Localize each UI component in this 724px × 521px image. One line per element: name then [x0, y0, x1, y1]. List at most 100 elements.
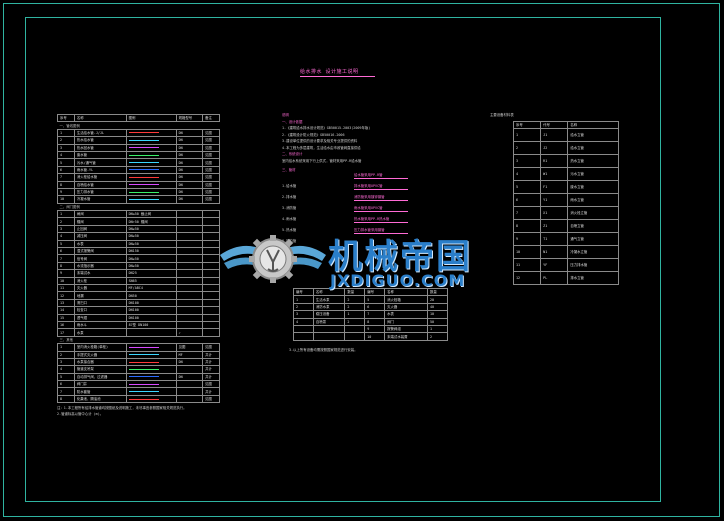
legend-footnote-2: 2.管道标高以管中心计 (m)。	[57, 412, 104, 417]
right-table-row-cell: W1	[540, 167, 569, 182]
line-swatch	[128, 132, 159, 134]
sub-table-row-cell: 2	[344, 317, 366, 326]
legend-row-cell: 1	[57, 343, 75, 352]
legend-row-cell: 4	[57, 232, 75, 241]
legend-row-cell: 2	[57, 136, 75, 145]
line-swatch	[128, 154, 159, 156]
material-item-label: 1.给水管	[282, 183, 297, 188]
legend-row-cell: SN65	[125, 276, 177, 286]
legend-row-cell	[175, 387, 204, 396]
line-swatch	[128, 383, 159, 385]
legend-row-cell	[175, 291, 204, 300]
sub-table-row-cell: 消防水泵	[312, 302, 346, 312]
legend-row-cell	[175, 232, 204, 241]
material-item-value: 排水管采用UPVC管	[354, 183, 383, 188]
legend-row-cell	[125, 387, 177, 396]
gear-wings-logo-icon	[220, 235, 326, 283]
legend-row-cell: 管道支吊架	[73, 365, 127, 374]
legend-row-cell: 废水管	[73, 150, 127, 160]
material-item-value: 压力排水管采用钢管	[354, 227, 385, 232]
legend-row-cell: 8	[57, 180, 75, 189]
legend-row-cell: 水流指示器	[73, 261, 127, 271]
sub-table-row-cell: 6	[364, 302, 386, 312]
sub-table-row-cell: 20	[427, 295, 448, 304]
material-list-item: 2.排水管排水管采用UPVC管	[282, 183, 432, 199]
legend-row-cell	[202, 232, 220, 241]
legend-row-cell: 5	[57, 158, 75, 167]
sub-table-footer-note: 3.以上所有设备均需按照国家规范进行安装。	[289, 347, 358, 352]
legend-row-cell	[125, 143, 177, 152]
legend-row-cell: DN≥50	[125, 224, 177, 234]
legend-row-cell: 见图	[202, 165, 220, 175]
legend-row-cell	[175, 298, 204, 308]
line-swatch	[128, 162, 159, 164]
right-table-row-cell: 冷凝水立管	[567, 245, 619, 260]
legend-row-cell: 末端试水	[73, 269, 127, 278]
legend-row-cell: 阀门井	[73, 380, 127, 389]
legend-row-cell	[202, 313, 220, 322]
legend-row-cell: 5	[57, 239, 75, 249]
legend-row-cell: 6	[57, 247, 75, 256]
right-table-row-cell: 废水立管	[567, 180, 619, 195]
sub-table-row-cell: 1	[427, 324, 448, 334]
legend-section-other: 三、其他	[57, 335, 220, 345]
legend-row-cell: 6	[57, 165, 75, 175]
material-item-underline	[354, 199, 408, 201]
legend-section-pipes-label: 一、管线图例	[57, 121, 220, 130]
watermark-cn-text: 机械帝国	[328, 237, 472, 277]
right-table-caption: 主要设备材料表	[490, 113, 514, 117]
legend-row-cell	[202, 210, 220, 219]
legend-row-cell	[175, 320, 204, 330]
legend-row-cell: 87型 DN100	[125, 320, 177, 330]
right-table-row-cell: J2	[540, 141, 569, 156]
legend-row-cell	[125, 187, 177, 197]
legend-row-cell: 热水给水管	[73, 136, 127, 145]
legend-row-cell: DN100	[125, 298, 177, 308]
legend-row-cell: 7	[57, 254, 75, 263]
legend-row-cell	[175, 254, 204, 263]
legend-section-pipes: 一、管线图例	[57, 121, 220, 130]
line-swatch	[128, 169, 159, 171]
sub-table-row-cell	[312, 332, 346, 341]
notes-paragraph: 1.《建筑给水排水设计规范》GB50015-2003(2009年版)	[282, 126, 371, 130]
legend-row-cell: 蝶阀	[73, 217, 127, 226]
legend-header-row-cell: 序号	[57, 113, 75, 123]
right-table-row-cell: T1	[540, 232, 569, 247]
material-item-underline	[354, 188, 408, 190]
sub-table-row-cell: 报警阀组	[384, 324, 429, 334]
right-table-header-row-cell: 序号	[512, 120, 542, 130]
right-table-row-cell: F1	[540, 180, 569, 195]
sub-table-row-cell: 2	[344, 302, 366, 312]
legend-row-cell: 见图	[202, 150, 220, 160]
line-swatch	[128, 376, 159, 378]
notes-paragraph: 4.本工程为多层建筑，生活给水由市政管网直接供给	[282, 145, 361, 150]
sub-table-row-cell	[344, 332, 366, 341]
material-item-label: 5.热水管	[282, 227, 297, 232]
right-table-row-cell: YF	[540, 258, 569, 273]
legend-row-cell: 见图	[202, 394, 220, 404]
material-item-label: 3.消防管	[282, 205, 297, 210]
legend-row-cell: 雨水管-YL	[73, 165, 127, 175]
legend-row-cell: 室内消火栓箱(单栓)	[73, 343, 127, 352]
legend-row-cell	[125, 350, 177, 359]
legend-row-cell: 透气帽	[73, 313, 127, 322]
legend-row-cell: 1	[57, 128, 75, 138]
legend-row-cell: DN	[175, 158, 204, 167]
legend-row-cell	[175, 283, 204, 293]
legend-row-cell	[202, 224, 220, 234]
legend-row-cell: 8	[57, 261, 75, 271]
legend-row-cell: 见图	[202, 343, 220, 352]
legend-row-cell: DN	[175, 128, 204, 138]
legend-row-cell: DN25	[125, 269, 177, 278]
